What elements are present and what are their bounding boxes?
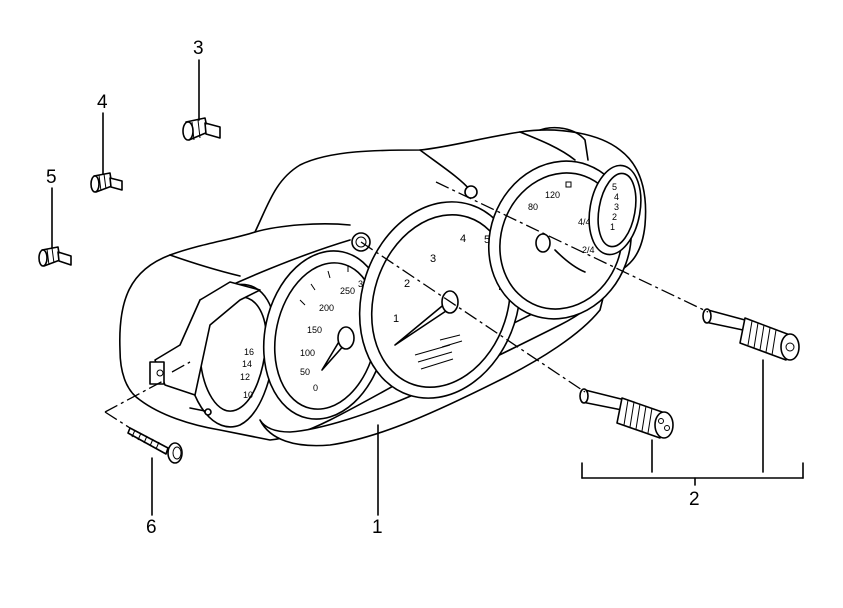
left-gauge-label-14: 14 — [242, 359, 252, 369]
reset-knob-lower — [579, 388, 674, 439]
right-gauge-label-120: 120 — [545, 190, 560, 200]
reset-knob-upper — [702, 308, 800, 361]
right-gauge-label-4-4: 4/4 — [578, 217, 591, 227]
speedometer: 0 50 100 150 200 250 300 — [262, 250, 388, 420]
far-right-label-2: 2 — [612, 212, 617, 222]
speed-label-50: 50 — [300, 367, 310, 377]
bulb-socket-4 — [90, 172, 123, 193]
right-gauge-label-80: 80 — [528, 202, 538, 212]
callout-2: 2 — [689, 489, 700, 510]
leader-lines — [51, 59, 804, 516]
callout-6: 6 — [146, 517, 157, 538]
tach-label-3: 3 — [430, 253, 436, 265]
callout-4: 4 — [97, 92, 108, 113]
tach-label-2: 2 — [404, 278, 410, 290]
speed-label-150: 150 — [307, 325, 322, 335]
tach-label-1: 1 — [393, 313, 399, 325]
callout-3: 3 — [193, 38, 204, 59]
left-gauge-label-10: 10 — [243, 390, 253, 400]
far-right-gauge: 5 4 3 2 1 — [588, 164, 642, 256]
speed-label-250: 250 — [340, 286, 355, 296]
left-gauge-label-12: 12 — [240, 372, 250, 382]
alignment-lines — [104, 181, 709, 429]
tachometer: 1 2 3 4 5 6 7 — [351, 201, 522, 399]
speed-label-100: 100 — [300, 348, 315, 358]
bulb-socket-5 — [38, 246, 72, 267]
callout-labels: 3 4 5 6 1 2 — [46, 38, 700, 538]
right-gauge-label-2-4: 2/4 — [582, 245, 595, 255]
far-right-label-4: 4 — [614, 192, 619, 202]
far-right-label-3: 3 — [614, 202, 619, 212]
speed-label-0: 0 — [313, 383, 318, 393]
screw — [127, 427, 183, 464]
left-gauge-label-16: 16 — [244, 347, 254, 357]
callout-5: 5 — [46, 167, 57, 188]
far-right-label-1: 1 — [610, 222, 615, 232]
tach-label-4: 4 — [460, 233, 466, 245]
bulb-socket-3 — [182, 117, 221, 141]
speed-label-200: 200 — [319, 303, 334, 313]
far-right-label-5: 5 — [612, 182, 617, 192]
callout-1: 1 — [372, 517, 383, 538]
tach-label-5: 5 — [484, 234, 490, 246]
